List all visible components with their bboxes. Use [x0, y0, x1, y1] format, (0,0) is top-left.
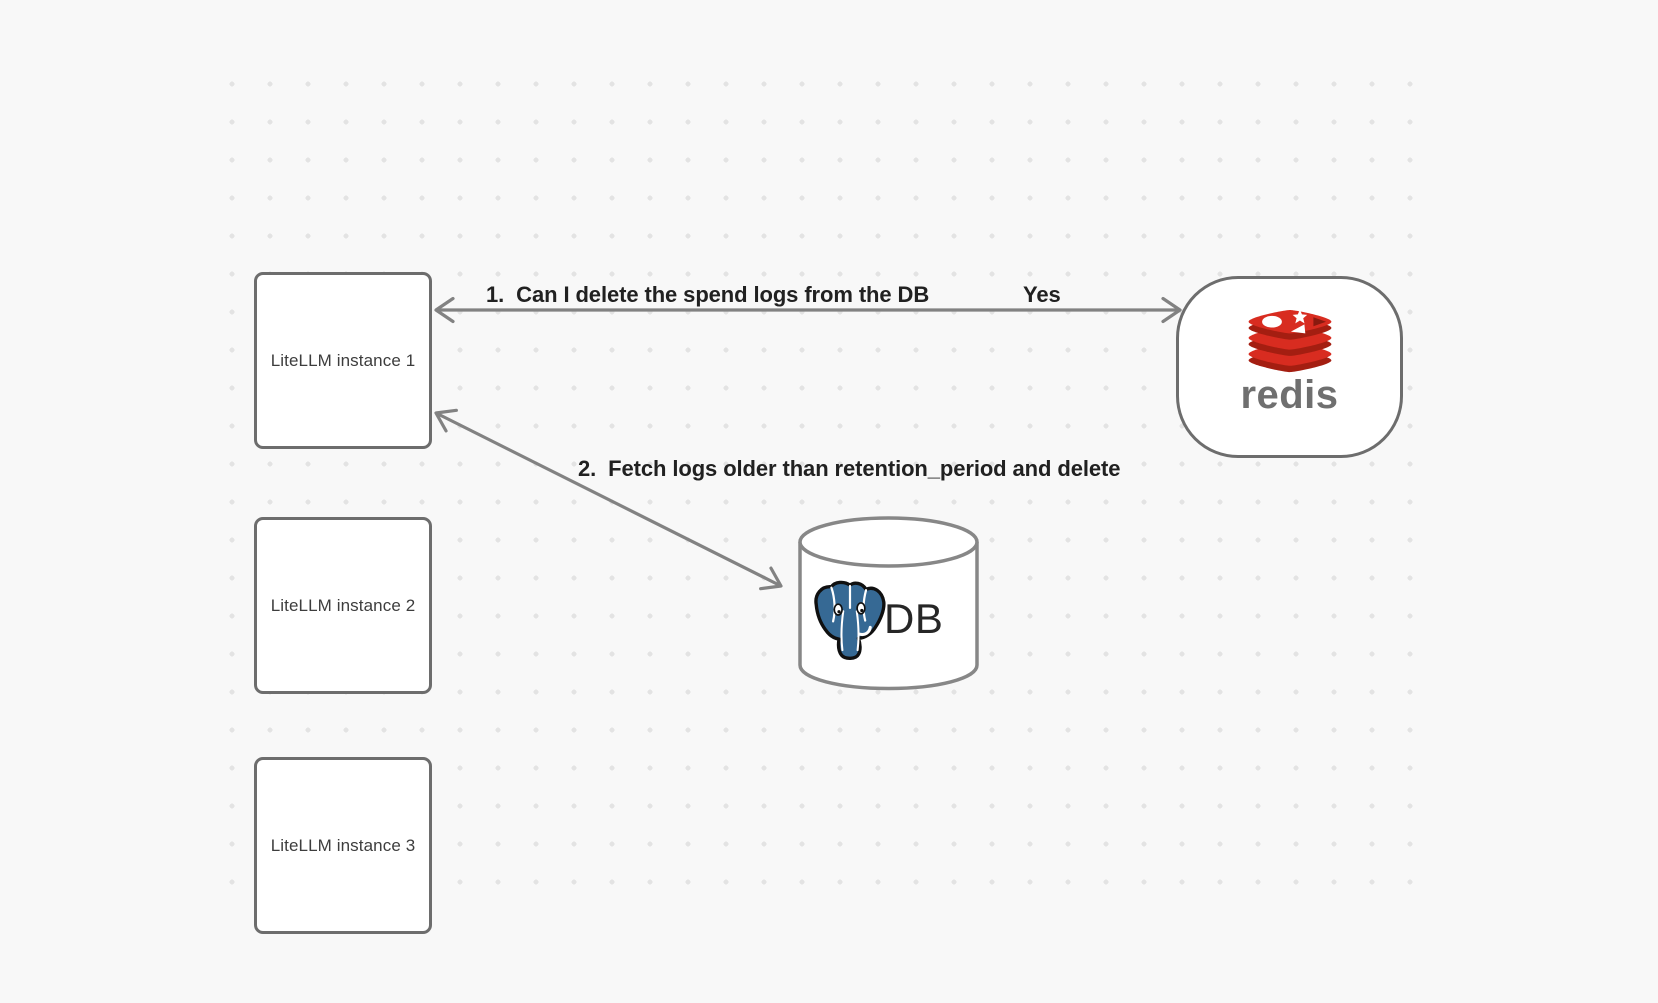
arrow-instance1-db[interactable]	[434, 408, 783, 591]
node-litellm-instance-3[interactable]: LiteLLM instance 3	[254, 757, 432, 934]
node-label: LiteLLM instance 2	[270, 595, 416, 615]
node-redis[interactable]: redis	[1176, 276, 1403, 458]
edge1-label[interactable]: 1. Can I delete the spend logs from the …	[486, 282, 930, 307]
node-label: LiteLLM instance 3	[270, 835, 416, 855]
node-litellm-instance-1[interactable]: LiteLLM instance 1	[254, 272, 432, 449]
db-cylinder-top	[798, 516, 979, 568]
redis-wordmark: redis	[1240, 373, 1339, 417]
edge1-response-label[interactable]: Yes	[1023, 282, 1061, 307]
db-cylinder-outline	[798, 542, 979, 691]
node-litellm-instance-2[interactable]: LiteLLM instance 2	[254, 517, 432, 694]
redis-logo-icon	[1248, 310, 1331, 373]
db-node-content: DB	[812, 580, 943, 662]
db-label: DB	[884, 595, 944, 642]
postgresql-elephant-icon	[814, 580, 886, 660]
edge2-label[interactable]: 2. Fetch logs older than retention_perio…	[578, 456, 1121, 481]
node-label: LiteLLM instance 1	[270, 350, 416, 370]
